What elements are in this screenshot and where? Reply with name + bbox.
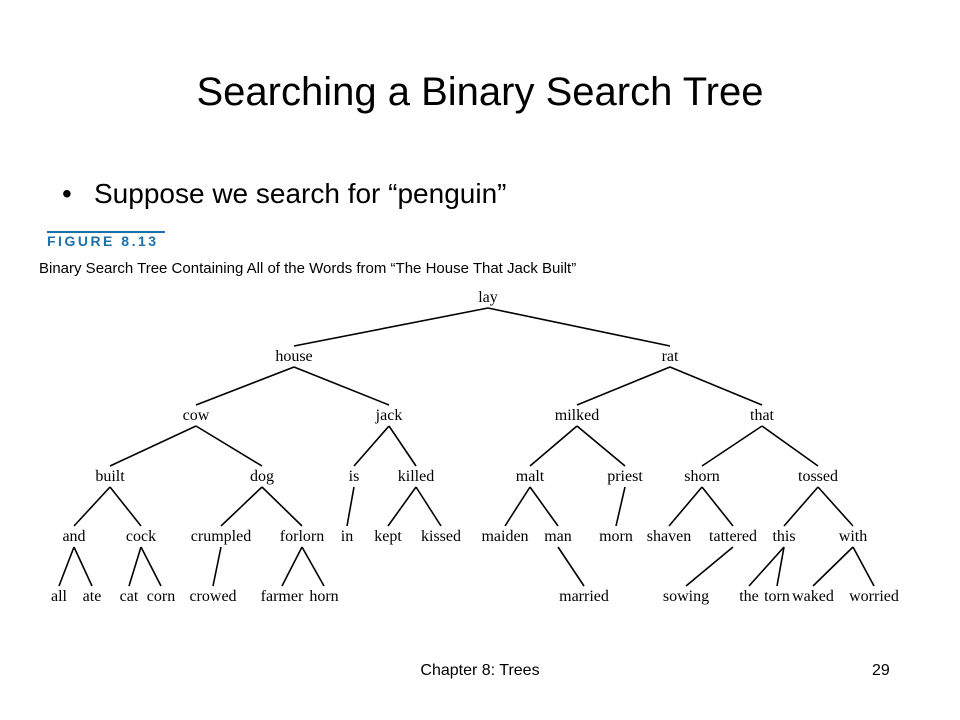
tree-node-milked: milked: [555, 407, 599, 424]
tree-edge-tattered-sowing: [685, 546, 734, 587]
tree-node-that: that: [750, 407, 775, 424]
tree-node-cow: cow: [183, 407, 210, 424]
tree-edge-jack-is: [353, 425, 390, 467]
tree-edge-house-cow: [195, 366, 295, 406]
tree-edge-dog-forlorn: [261, 486, 303, 527]
tree-edge-killed-kept: [387, 486, 417, 527]
tree-node-corn: corn: [147, 588, 175, 605]
tree-edge-with-worried: [852, 546, 875, 587]
tree-node-tossed: tossed: [798, 468, 838, 485]
tree-edge-crumpled-crowed: [212, 546, 222, 587]
tree-edge-dog-crumpled: [220, 486, 263, 527]
tree-edge-malt-man: [529, 486, 559, 527]
tree-node-cat: cat: [120, 588, 139, 605]
tree-edge-forlorn-farmer: [281, 546, 303, 587]
tree-edge-priest-morn: [615, 486, 626, 527]
tree-edge-this-torn: [776, 546, 785, 587]
figure-label-rule: [47, 231, 165, 233]
tree-node-dog: dog: [250, 468, 274, 485]
tree-edge-forlorn-horn: [301, 546, 325, 587]
tree-edge-lay-house: [293, 307, 489, 347]
tree-node-morn: morn: [599, 528, 633, 545]
tree-edge-killed-kissed: [415, 486, 442, 527]
tree-node-farmer: farmer: [261, 588, 304, 605]
tree-node-killed: killed: [398, 468, 434, 485]
tree-node-malt: malt: [516, 468, 545, 485]
tree-node-torn: torn: [764, 588, 790, 605]
tree-edge-built-and: [73, 486, 111, 527]
footer-page-number: 29: [872, 662, 890, 679]
tree-edge-lay-rat: [487, 307, 671, 347]
tree-node-horn: horn: [309, 588, 338, 605]
footer-chapter: Chapter 8: Trees: [420, 662, 540, 679]
tree-node-jack: jack: [375, 407, 403, 424]
tree-node-worried: worried: [849, 588, 899, 605]
tree-node-tattered: tattered: [709, 528, 757, 545]
tree-node-crumpled: crumpled: [191, 528, 251, 545]
tree-node-rat: rat: [662, 348, 679, 365]
tree-edges: [58, 307, 875, 587]
tree-edge-cow-dog: [195, 425, 263, 467]
tree-node-with: with: [839, 528, 867, 545]
tree-edge-house-jack: [293, 366, 390, 406]
tree-edge-cow-built: [109, 425, 197, 467]
tree-edge-milked-priest: [576, 425, 626, 467]
tree-node-house: house: [275, 348, 312, 365]
tree-node-waked: waked: [792, 588, 834, 605]
tree-node-ate: ate: [83, 588, 102, 605]
tree-node-sowing: sowing: [663, 588, 709, 605]
tree-node-the: the: [739, 588, 759, 605]
tree-node-shaven: shaven: [647, 528, 691, 545]
tree-node-shorn: shorn: [684, 468, 720, 485]
tree-node-crowed: crowed: [189, 588, 236, 605]
bullet-icon: •: [62, 178, 72, 209]
tree-edge-malt-maiden: [504, 486, 531, 527]
tree-edge-rat-milked: [576, 366, 671, 406]
tree-edge-shorn-tattered: [701, 486, 734, 527]
tree-edge-this-the: [748, 546, 785, 587]
tree-edge-with-waked: [812, 546, 854, 587]
tree-node-lay: lay: [478, 289, 498, 306]
figure-caption: Binary Search Tree Containing All of the…: [39, 260, 577, 277]
tree-node-and: and: [62, 528, 85, 545]
tree-node-man: man: [544, 528, 572, 545]
tree-node-in: in: [341, 528, 353, 545]
tree-node-forlorn: forlorn: [280, 528, 324, 545]
slide-title: Searching a Binary Search Tree: [196, 70, 764, 114]
bullet-point: • Suppose we search for “penguin”: [62, 174, 506, 214]
tree-node-this: this: [772, 528, 795, 545]
bullet-text: Suppose we search for “penguin”: [94, 178, 507, 209]
tree-nodes: lay house rat cow jack milked that built dog is ki…: [51, 289, 899, 605]
tree-edge-rat-that: [669, 366, 763, 406]
tree-node-married: married: [559, 588, 609, 605]
tree-node-priest: priest: [607, 468, 643, 485]
tree-edge-built-cock: [109, 486, 142, 527]
tree-node-is: is: [349, 468, 360, 485]
tree-edge-cock-cat: [128, 546, 142, 587]
tree-node-kept: kept: [374, 528, 402, 545]
tree-edge-man-married: [557, 546, 585, 587]
tree-node-kissed: kissed: [421, 528, 461, 545]
tree-edge-cock-corn: [140, 546, 162, 587]
figure-label: FIGURE 8.13: [47, 233, 159, 249]
tree-edge-tossed-this: [783, 486, 819, 527]
tree-edge-that-shorn: [701, 425, 763, 467]
tree-edge-milked-malt: [529, 425, 578, 467]
tree-edge-and-ate: [73, 546, 93, 587]
tree-node-all: all: [51, 588, 68, 605]
tree-node-cock: cock: [126, 528, 156, 545]
tree-edge-shorn-shaven: [668, 486, 703, 527]
tree-edge-is-in: [346, 486, 355, 527]
tree-edge-jack-killed: [388, 425, 417, 467]
tree-node-built: built: [95, 468, 125, 485]
tree-edge-and-all: [58, 546, 75, 587]
tree-edge-tossed-with: [817, 486, 854, 527]
tree-node-maiden: maiden: [481, 528, 528, 545]
tree-edge-that-tossed: [761, 425, 819, 467]
